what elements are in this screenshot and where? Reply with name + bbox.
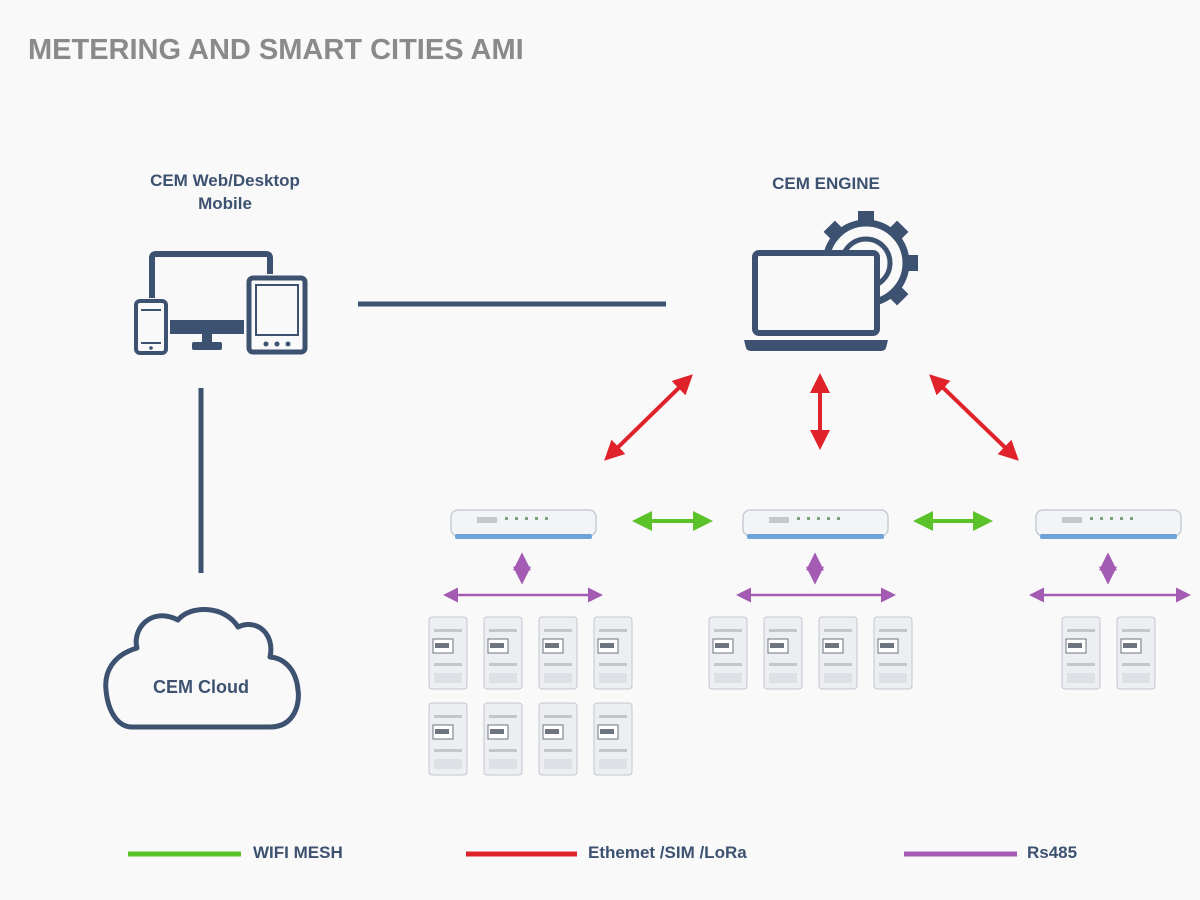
energy-meter	[763, 616, 803, 690]
web-desktop-label-line1: CEM Web/Desktop	[150, 171, 300, 190]
energy-meter	[1061, 616, 1101, 690]
legend-wifi-label: WIFI MESH	[253, 843, 343, 862]
gateway-device	[450, 509, 597, 539]
meter-group-2	[708, 616, 913, 690]
page-title: METERING AND SMART CITIES AMI	[28, 34, 524, 66]
legend-rs485-label: Rs485	[1027, 843, 1078, 862]
gateway-device	[1035, 509, 1182, 539]
energy-meter	[538, 702, 578, 776]
web-desktop-label: CEM Web/Desktop Mobile	[110, 169, 340, 215]
energy-meter	[818, 616, 858, 690]
energy-meter	[593, 702, 633, 776]
energy-meter	[873, 616, 913, 690]
devices-icon	[134, 251, 308, 355]
web-desktop-label-line2: Mobile	[198, 194, 252, 213]
meter-group-1	[428, 616, 633, 776]
engine-label: CEM ENGINE	[772, 174, 880, 193]
laptop-gear-icon	[744, 211, 918, 351]
energy-meter	[483, 616, 523, 690]
ethernet-arrow-right	[929, 374, 1019, 461]
energy-meter	[428, 616, 468, 690]
energy-meter	[593, 616, 633, 690]
gateway-device	[742, 509, 889, 539]
meter-group-3	[1061, 616, 1156, 690]
energy-meter	[483, 702, 523, 776]
energy-meter	[538, 616, 578, 690]
cloud-icon	[103, 607, 301, 730]
energy-meter	[1116, 616, 1156, 690]
cloud-label: CEM Cloud	[153, 677, 249, 697]
ethernet-arrow-left	[604, 374, 693, 461]
energy-meter	[428, 702, 468, 776]
legend-ethernet-label: Ethemet /SIM /LoRa	[588, 843, 747, 862]
energy-meter	[708, 616, 748, 690]
